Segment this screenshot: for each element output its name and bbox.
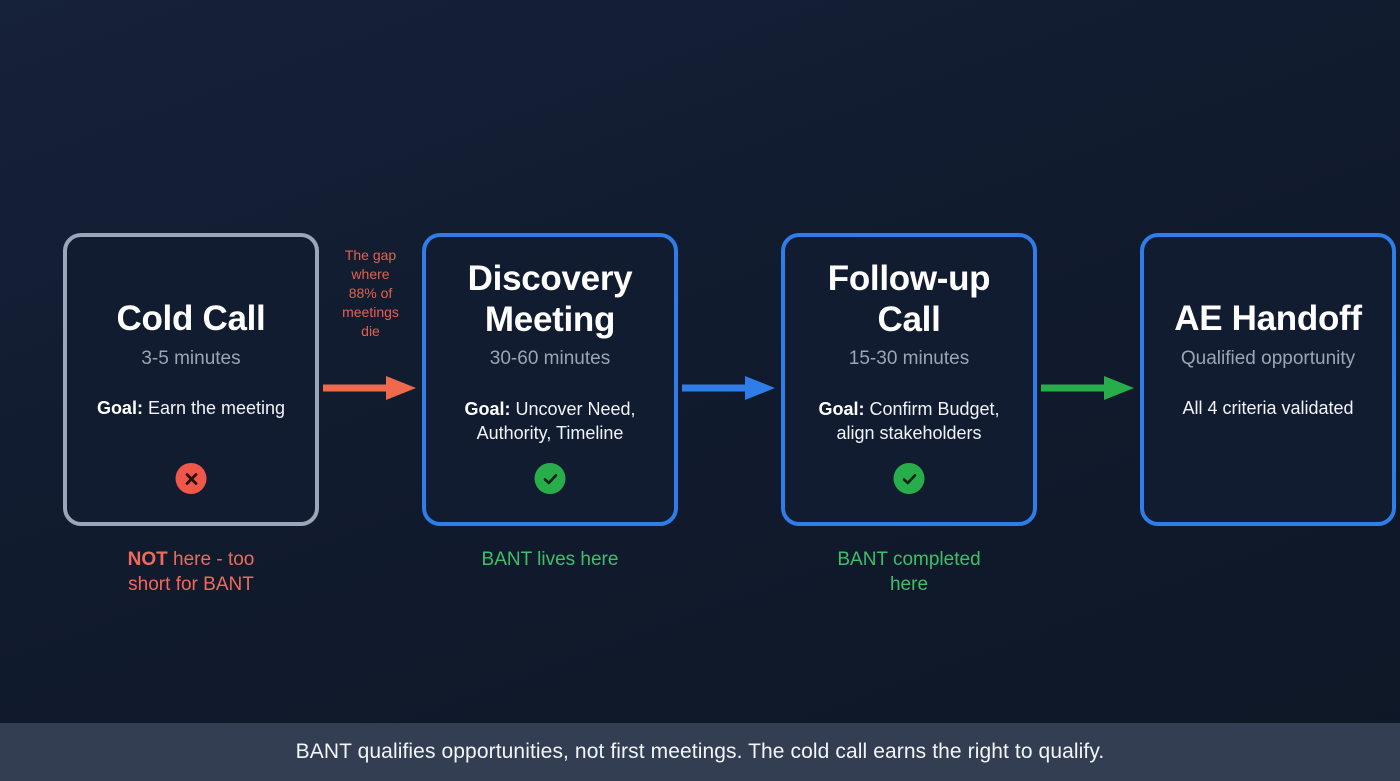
connector-note: The gap where 88% of meetings die bbox=[342, 247, 399, 339]
stage-title: Discovery Meeting bbox=[467, 259, 633, 339]
check-circle-icon bbox=[534, 463, 566, 494]
arrow-right-green-icon bbox=[1041, 375, 1136, 401]
labels-gap-spacer bbox=[678, 548, 781, 618]
stage-duration: Qualified opportunity bbox=[1180, 347, 1356, 369]
footer-text: BANT qualifies opportunities, not first … bbox=[295, 740, 1105, 763]
stage-duration: 30-60 minutes bbox=[489, 348, 611, 370]
labels-gap-spacer bbox=[1037, 548, 1140, 618]
stage-goal-text: Uncover Need, Authority, Timeline bbox=[476, 398, 636, 443]
stage-goal-text: All 4 criteria validated bbox=[1182, 398, 1354, 419]
stage-annotation-discovery-meeting: BANT lives here bbox=[422, 548, 678, 618]
check-circle-icon bbox=[893, 463, 925, 494]
stage-goal: All 4 criteria validated bbox=[1182, 397, 1353, 421]
stage-duration: 3-5 minutes bbox=[141, 347, 241, 369]
stage-annotation-follow-up-call: BANT completed here bbox=[781, 548, 1037, 618]
stage-title: Follow-up Call bbox=[827, 259, 991, 339]
stage-annotation-cold-call: NOT here - too short for BANT bbox=[63, 548, 319, 618]
stage-duration: 15-30 minutes bbox=[848, 348, 970, 370]
stage-annotation-text: BANT lives here bbox=[481, 549, 619, 570]
stage-goal-text: Earn the meeting bbox=[142, 398, 286, 419]
arrow-right-orange-icon bbox=[323, 375, 418, 401]
labels-gap-spacer bbox=[319, 548, 422, 618]
stage-goal-text: Confirm Budget, align stakeholders bbox=[836, 398, 1000, 443]
stage-goal-label: Goal: bbox=[818, 398, 865, 419]
connector-followup-to-handoff bbox=[1037, 233, 1140, 526]
stage-annotation-text: BANT completed here bbox=[837, 549, 981, 595]
stage-goal-label: Goal: bbox=[464, 398, 511, 419]
arrow-right-blue-icon bbox=[682, 375, 777, 401]
stage-annotation-emphasis: NOT bbox=[127, 549, 168, 570]
stage-goal: Goal: Uncover Need, Authority, Timeline bbox=[464, 398, 635, 446]
x-circle-icon bbox=[175, 463, 207, 494]
stage-goal: Goal: Confirm Budget, align stakeholders bbox=[818, 398, 999, 446]
footer-banner: BANT qualifies opportunities, not first … bbox=[0, 723, 1400, 781]
connector-cold-to-discovery: The gap where 88% of meetings die bbox=[319, 233, 422, 526]
stage-annotation-text: here - too short for BANT bbox=[128, 549, 255, 595]
connector-discovery-to-followup bbox=[678, 233, 781, 526]
stage-annotations-row: NOT here - too short for BANT BANT lives … bbox=[0, 548, 1400, 618]
stage-title: Cold Call bbox=[116, 299, 266, 338]
stage-annotation-ae-handoff bbox=[1140, 548, 1396, 618]
stage-goal-label: Goal: bbox=[96, 398, 143, 419]
labels-left-spacer bbox=[0, 548, 63, 618]
stage-title: AE Handoff bbox=[1174, 299, 1362, 338]
stage-goal: Goal: Earn the meeting bbox=[97, 397, 285, 421]
